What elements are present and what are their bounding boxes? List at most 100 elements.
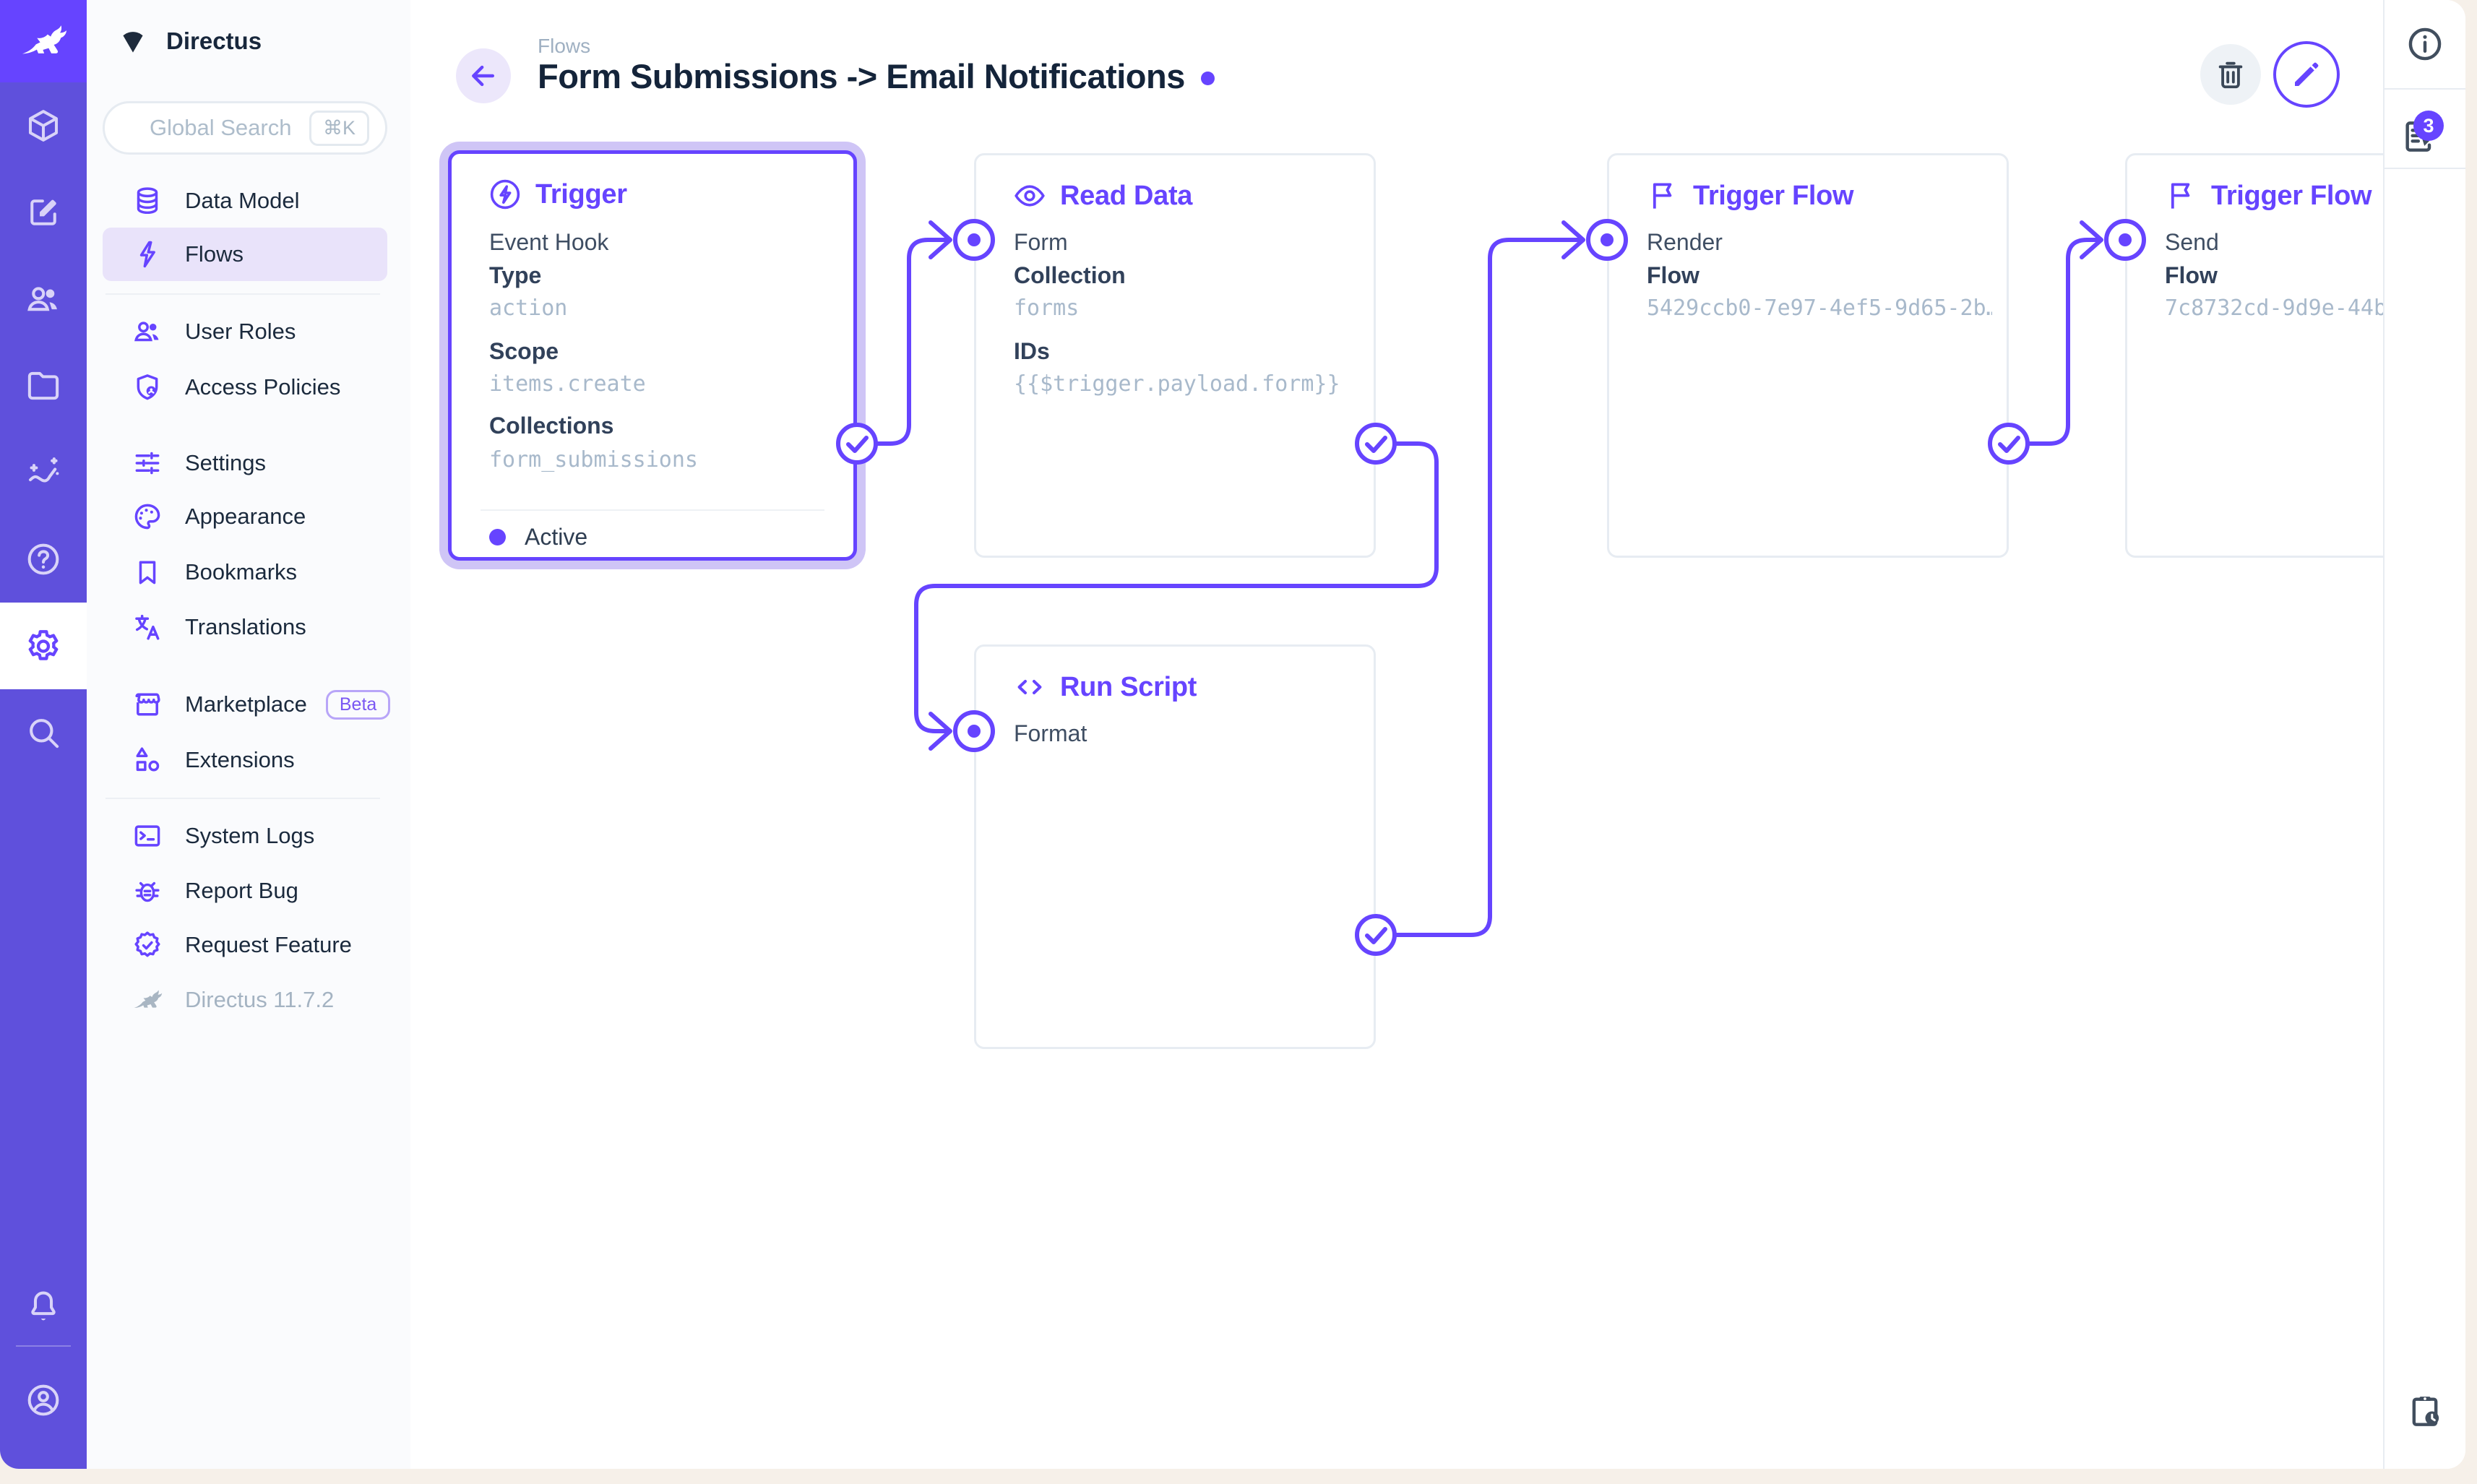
box-icon — [28, 110, 59, 142]
sidebar-item-access-policies[interactable]: Access Policies — [103, 361, 387, 414]
field-label: Flow — [2165, 262, 2218, 288]
field-value: {{$trigger.payload.form}} — [1014, 371, 1340, 397]
notifications-button[interactable] — [0, 1263, 87, 1350]
sidebar-item-request-feature[interactable]: Request Feature — [103, 918, 387, 972]
sidebar-item-label: Translations — [185, 614, 306, 639]
panel-trigger-header: Trigger — [488, 177, 627, 212]
insights-icon — [28, 457, 59, 483]
global-search-input[interactable]: Global Search ⌘K — [103, 101, 387, 155]
edit-flow-button[interactable] — [2273, 41, 2340, 108]
module-files[interactable] — [0, 342, 87, 429]
back-button[interactable] — [456, 48, 511, 103]
panel-trigger-flow-header: Trigger Flow — [2163, 178, 2372, 213]
module-bar — [0, 0, 87, 1469]
edit-square-icon — [30, 199, 56, 225]
sidebar-item-marketplace[interactable]: Marketplace Beta — [103, 678, 391, 731]
field-label: IDs — [1014, 338, 1050, 364]
divider — [481, 509, 824, 511]
sidebar-item-settings[interactable]: Settings — [103, 436, 387, 490]
sidebar-item-label: Appearance — [185, 504, 306, 529]
translate-icon — [135, 614, 160, 640]
panel-trigger-flow-render[interactable]: Trigger Flow Render Flow 5429ccb0-7e97-4… — [1607, 153, 2009, 558]
active-dot — [489, 529, 506, 545]
page-title: Form Submissions -> Email Notifications — [538, 57, 1185, 95]
sidebar-item-report-bug[interactable]: Report Bug — [103, 864, 387, 918]
sidebar-item-data-model[interactable]: Data Model — [103, 174, 387, 228]
breadcrumb[interactable]: Flows — [538, 35, 591, 57]
module-users[interactable] — [0, 256, 87, 342]
flow-color-dot — [1200, 72, 1215, 85]
trigger-subtitle: Event Hook — [489, 229, 609, 255]
field-value: 5429ccb0-7e97-4ef5-9d65-2b… — [1647, 295, 1992, 321]
panel-trigger[interactable]: Trigger Event Hook Type action Scope ite… — [448, 150, 857, 561]
sidebar-item-system-logs[interactable]: System Logs — [103, 809, 387, 863]
bug-icon — [135, 881, 160, 902]
divider — [105, 293, 380, 295]
project-name: Directus — [166, 27, 262, 54]
sidebar-item-label: Flows — [185, 241, 244, 267]
panel-read-data[interactable]: Read Data Form Collection forms IDs {{$t… — [974, 153, 1376, 558]
bell-icon — [31, 1291, 56, 1321]
sidebar-item-label: Access Policies — [185, 374, 341, 400]
database-icon — [137, 187, 158, 215]
panel-run-script[interactable]: Run Script Format — [974, 644, 1376, 1049]
rabbit-logo-icon — [22, 25, 67, 54]
directus-logo[interactable] — [0, 0, 87, 82]
sidebar-item-label: Report Bug — [185, 878, 298, 903]
sidebar-item-appearance[interactable]: Appearance — [103, 490, 387, 543]
logs-button[interactable]: 3 — [2385, 90, 2465, 169]
module-settings[interactable] — [0, 603, 87, 689]
storefront-icon — [135, 693, 160, 716]
info-button[interactable] — [2385, 0, 2465, 90]
help-icon — [27, 543, 59, 575]
flag-icon — [2171, 183, 2190, 209]
info-icon — [2408, 27, 2442, 61]
bolt-circle-icon — [490, 179, 520, 210]
divider — [16, 1345, 71, 1347]
sidebar-item-bookmarks[interactable]: Bookmarks — [103, 545, 387, 599]
code-icon — [1017, 680, 1042, 694]
module-content[interactable] — [0, 82, 87, 169]
sidebar-item-user-roles[interactable]: User Roles — [103, 305, 387, 358]
clipboard-clock-icon — [2412, 1397, 2439, 1426]
sidebar-item-translations[interactable]: Translations — [103, 600, 387, 654]
sidebar-item-flows[interactable]: Flows — [103, 228, 387, 281]
verified-icon — [134, 931, 160, 957]
search-icon — [30, 719, 59, 749]
module-editor[interactable] — [0, 169, 87, 256]
bookmark-icon — [139, 561, 156, 584]
module-search[interactable] — [0, 689, 87, 776]
input-label: Send — [2165, 229, 2219, 255]
project-header[interactable]: Directus — [87, 0, 410, 82]
field-value: action — [489, 295, 568, 321]
arrow-back-icon — [472, 65, 495, 87]
field-value: 7c8732cd-9d9e-44be — [2165, 295, 2400, 321]
module-insights[interactable] — [0, 429, 87, 516]
sidebar-item-label: Settings — [185, 450, 267, 475]
search-placeholder: Global Search — [150, 115, 292, 140]
flag-icon — [1653, 183, 1672, 209]
panel-trigger-flow-header: Trigger Flow — [1645, 178, 1854, 213]
palette-icon — [134, 504, 160, 530]
field-label: Collection — [1014, 262, 1126, 288]
pencil-icon — [2295, 62, 2319, 86]
pending-tasks-button[interactable] — [2385, 1375, 2465, 1447]
shield-user-icon — [137, 374, 158, 400]
sidebar-item-label: Marketplace — [185, 691, 307, 717]
account-button[interactable] — [0, 1357, 87, 1444]
sidebar-item-label: System Logs — [185, 823, 315, 848]
field-label: Flow — [1647, 262, 1700, 288]
logs-count-badge: 3 — [2413, 111, 2444, 141]
sidebar-item-label: Data Model — [185, 188, 300, 213]
field-label: Type — [489, 262, 542, 288]
sidebar-item-label: User Roles — [185, 319, 296, 344]
sidebar-item-extensions[interactable]: Extensions — [103, 733, 387, 787]
field-value: items.create — [489, 371, 646, 397]
nav-sidebar: Directus Global Search ⌘K Data Model Flo… — [87, 0, 410, 1469]
rabbit-version-icon — [134, 990, 163, 1008]
module-help[interactable] — [0, 516, 87, 603]
divider — [105, 798, 380, 799]
panel-title: Trigger Flow — [2211, 180, 2372, 211]
input-label: Render — [1647, 229, 1723, 255]
delete-flow-button[interactable] — [2200, 44, 2261, 105]
